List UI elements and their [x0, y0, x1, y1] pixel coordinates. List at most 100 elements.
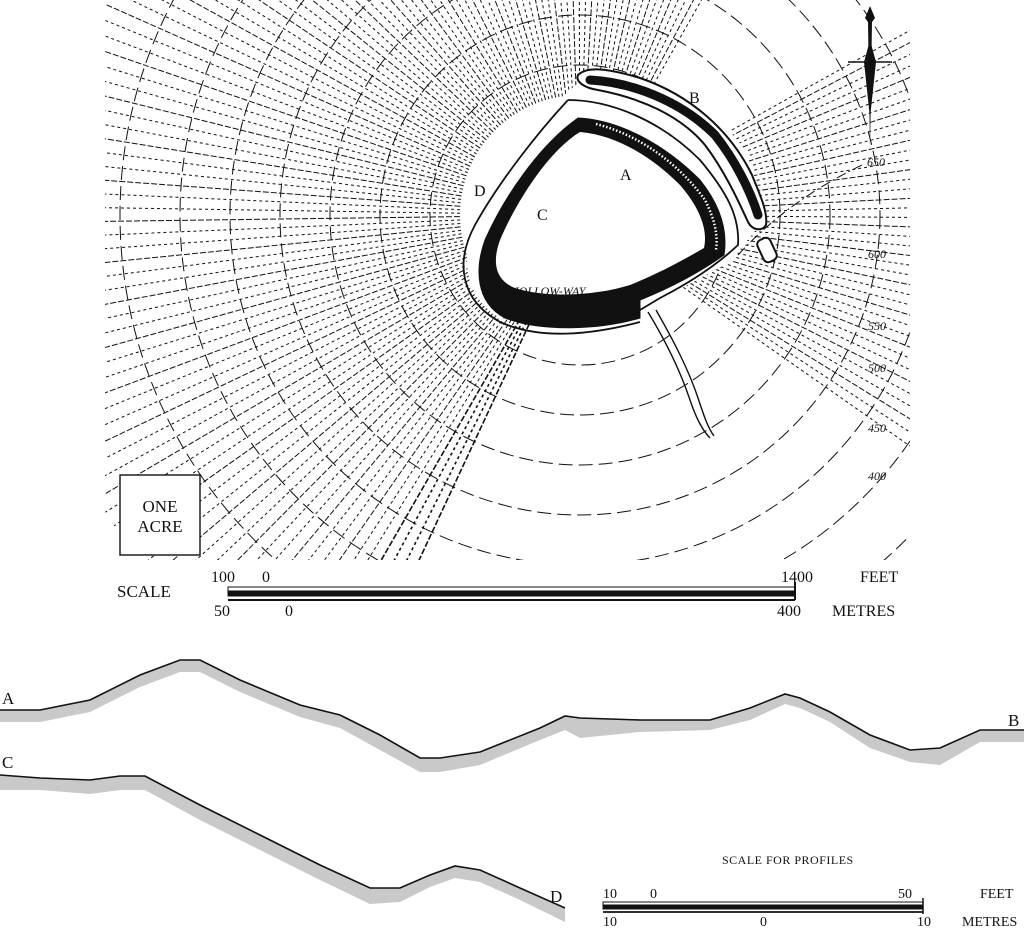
hachure-stroke: [105, 272, 476, 477]
hachure-stroke: [105, 216, 461, 222]
hachure-stroke: [105, 207, 461, 214]
profile-scale-bar: SCALE FOR PROFILES 10 0 50 FEET 10 0 10 …: [602, 853, 1017, 928]
hollow-way-leader: [615, 290, 637, 297]
hachure-stroke: [464, 0, 524, 110]
hachure-stroke: [692, 255, 910, 337]
hachure-stroke: [689, 65, 910, 167]
hachure-stroke: [521, 0, 550, 100]
hollow-way-track: [647, 311, 711, 439]
hollow-way-track-2: [655, 309, 715, 437]
hachure-stroke: [699, 215, 910, 218]
hachure-stroke: [619, 0, 657, 103]
profile-c-d-stipple: [0, 775, 565, 922]
hachure-stroke: [105, 193, 461, 211]
hachure-stroke: [105, 179, 461, 207]
hachure-stroke: [105, 233, 462, 291]
hachure-stroke: [541, 0, 560, 97]
hachure-stroke: [405, 321, 527, 560]
hachure-stroke: [105, 236, 463, 305]
profile-scale-title: SCALE FOR PROFILES: [722, 853, 854, 867]
hachure-stroke: [686, 42, 910, 160]
hachure-stroke: [308, 308, 507, 560]
hachure-stroke: [699, 178, 910, 203]
one-acre-line2: ACRE: [137, 517, 182, 536]
profile-scale-feet-zero: 0: [650, 887, 657, 902]
label-a: A: [620, 167, 632, 184]
hachure-stroke: [698, 235, 910, 276]
scale-metres-right: 400: [777, 603, 801, 620]
hachure-stroke: [578, 0, 581, 96]
profile-d-label: D: [550, 887, 562, 906]
hachure-stroke: [606, 0, 631, 99]
hachure-stroke: [105, 275, 477, 495]
hachure-stroke: [439, 0, 515, 115]
one-acre-line1: ONE: [143, 497, 178, 516]
hachure-stroke: [689, 262, 910, 359]
hachure-stroke: [554, 0, 567, 96]
hachure-stroke: [683, 274, 910, 407]
hachure-stroke: [105, 243, 464, 334]
hachure-stroke: [237, 299, 496, 560]
one-acre-box: [119, 474, 201, 556]
label-c: C: [537, 207, 548, 224]
contour-lines: [119, 0, 910, 560]
hachure-stroke: [698, 169, 910, 200]
hachure-stroke: [695, 246, 910, 306]
hachure-stroke: [105, 263, 471, 426]
hachure-stroke: [354, 0, 494, 133]
hachure-stroke: [274, 304, 501, 560]
hachure-stroke: [195, 294, 492, 560]
scale-feet-zero: 0: [262, 569, 270, 586]
scale-feet-right: 1400: [781, 569, 813, 586]
ditch-outline-west: [462, 99, 641, 335]
scale-metres-left: 50: [214, 603, 230, 620]
hachure-stroke: [237, 0, 479, 152]
hachure-stroke: [623, 0, 665, 104]
north-arrow-icon: [848, 6, 892, 150]
outer-rampart-terminal: [756, 236, 778, 264]
scale-feet-unit: FEET: [860, 569, 898, 586]
hachure-stroke: [105, 3, 471, 167]
outer-rampart-b-bank: [585, 75, 763, 220]
hachure-stroke: [582, 0, 587, 96]
hachure-stroke: [572, 0, 577, 96]
hachure-stroke: [326, 0, 489, 138]
hachure-stroke: [487, 0, 534, 105]
hachure-stroke: [638, 0, 703, 111]
hachure-stroke: [688, 265, 910, 371]
hachure-stroke: [366, 0, 497, 130]
hachure-stroke: [696, 242, 910, 296]
hachure-stroke: [420, 0, 510, 119]
contour-650-line: [737, 164, 863, 256]
hachure-stroke: [678, 283, 910, 447]
hachure-stroke: [105, 109, 463, 190]
hachure-stroke: [123, 283, 483, 540]
hachure-stroke: [592, 0, 605, 96]
hachure-stroke: [277, 0, 483, 146]
hachure-stroke: [105, 278, 479, 513]
scale-metres-zero: 0: [285, 603, 293, 620]
hachure-stroke: [699, 225, 910, 247]
profile-scale-feet-unit: FEET: [980, 887, 1014, 902]
hachure-stroke: [691, 87, 910, 173]
hachure-stroke: [105, 219, 461, 236]
hachure-stroke: [189, 0, 476, 158]
profile-b-label: B: [1008, 711, 1019, 730]
hachure-stroke: [699, 222, 910, 237]
hachure-stroke: [105, 269, 474, 459]
contour-label-550: 550: [868, 319, 886, 333]
hachure-stroke: [566, 0, 574, 96]
hachure-stroke: [616, 0, 651, 101]
hachure-stroke: [105, 95, 464, 187]
hachure-stroke: [105, 35, 468, 174]
hachure-stroke: [105, 246, 465, 349]
hachure-stroke: [258, 0, 481, 149]
hachure-stroke: [105, 138, 462, 197]
hachure-stroke: [378, 0, 499, 128]
hachure-stroke: [172, 292, 489, 560]
hachure-stroke: [447, 0, 518, 113]
hachure-stroke: [699, 218, 910, 228]
hachure-stroke: [105, 50, 467, 177]
hachure-stroke: [696, 139, 910, 189]
